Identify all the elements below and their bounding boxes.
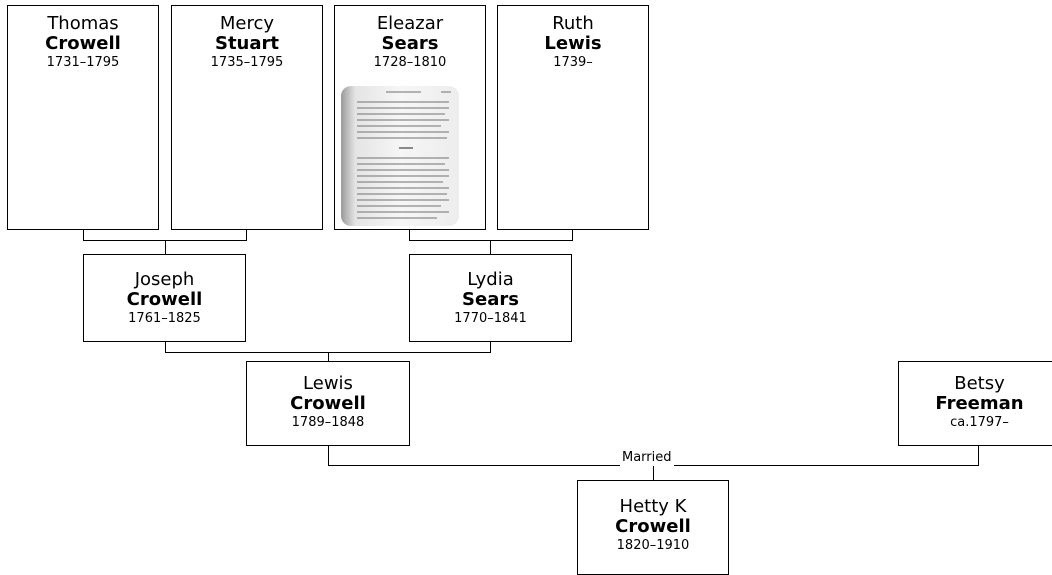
marriage-line <box>328 446 329 466</box>
given-name: Betsy <box>954 373 1005 394</box>
person-card-mercy-stuart[interactable]: Mercy Stuart 1735–1795 <box>171 5 323 230</box>
connector-line <box>572 230 573 240</box>
connector-line <box>653 465 654 481</box>
person-card-eleazar-sears[interactable]: Eleazar Sears 1728–1810 <box>334 5 486 230</box>
surname: Sears <box>462 289 519 310</box>
connector-line <box>409 240 573 241</box>
connector-line <box>165 342 166 352</box>
surname: Crowell <box>126 289 203 310</box>
person-card-betsy-freeman[interactable]: Betsy Freeman ca.1797– <box>898 361 1052 446</box>
given-name: Hetty K <box>619 496 687 517</box>
person-card-lewis-crowell[interactable]: Lewis Crowell 1789–1848 <box>246 361 410 446</box>
person-card-lydia-sears[interactable]: Lydia Sears 1770–1841 <box>409 254 572 342</box>
life-dates: 1770–1841 <box>454 311 527 326</box>
surname: Lewis <box>544 33 602 54</box>
connector-line <box>328 352 329 362</box>
person-card-hetty-crowell[interactable]: Hetty K Crowell 1820–1910 <box>577 480 729 575</box>
surname: Sears <box>381 33 439 54</box>
marriage-line <box>978 446 979 466</box>
life-dates: 1789–1848 <box>291 415 365 430</box>
given-name: Mercy <box>219 13 275 34</box>
document-thumbnail[interactable] <box>341 86 459 226</box>
given-name: Thomas <box>47 13 119 34</box>
married-label: Married <box>620 450 674 466</box>
given-name: Joseph <box>134 269 195 290</box>
life-dates: 1820–1910 <box>616 538 690 553</box>
connector-line <box>83 230 84 240</box>
given-name: Ruth <box>552 13 594 34</box>
surname: Crowell <box>615 516 691 537</box>
life-dates: 1728–1810 <box>373 55 447 70</box>
given-name: Lewis <box>303 373 353 394</box>
given-name: Lydia <box>467 269 514 290</box>
person-card-thomas-crowell[interactable]: Thomas Crowell 1731–1795 <box>7 5 159 230</box>
person-card-joseph-crowell[interactable]: Joseph Crowell 1761–1825 <box>83 254 246 342</box>
connector-line <box>165 240 166 255</box>
connector-line <box>246 230 247 240</box>
life-dates: 1739– <box>553 55 593 70</box>
life-dates: 1731–1795 <box>46 55 120 70</box>
connector-line <box>490 342 491 352</box>
surname: Crowell <box>45 33 121 54</box>
surname: Crowell <box>290 393 366 414</box>
life-dates: 1735–1795 <box>210 55 284 70</box>
given-name: Eleazar <box>376 13 444 34</box>
connector-line <box>490 240 491 255</box>
surname: Freeman <box>935 393 1024 414</box>
connector-line <box>409 230 410 240</box>
life-dates: ca.1797– <box>950 415 1009 430</box>
surname: Stuart <box>214 33 279 54</box>
life-dates: 1761–1825 <box>128 311 201 326</box>
person-card-ruth-lewis[interactable]: Ruth Lewis 1739– <box>497 5 649 230</box>
